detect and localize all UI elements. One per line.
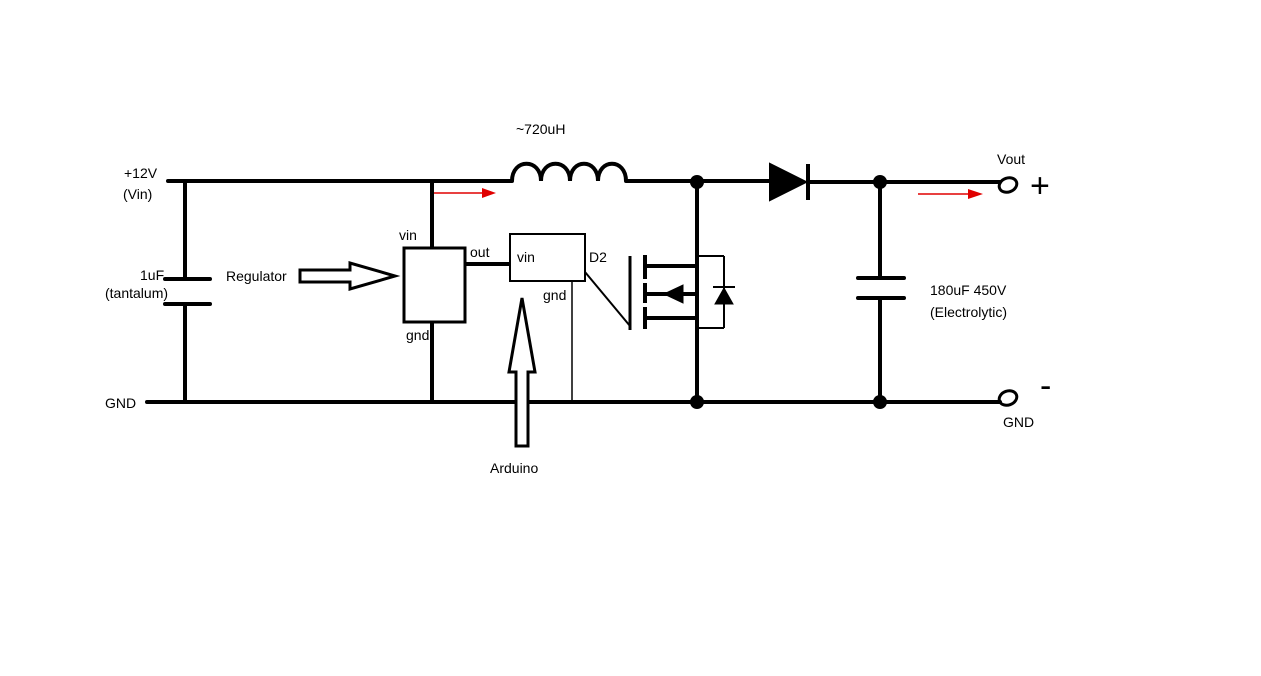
current-arrow-input	[434, 188, 496, 198]
arduino-vin-label: vin	[517, 249, 535, 265]
vin-supply-label: +12V	[124, 165, 158, 181]
junction-dots	[690, 175, 887, 409]
output-cap-label: 180uF 450V	[930, 282, 1007, 298]
arduino-label: Arduino	[490, 460, 539, 476]
arduino-gnd-label: gnd	[543, 287, 567, 303]
input-cap-label: 1uF	[140, 267, 165, 283]
gnd-right-label: GND	[1003, 414, 1035, 430]
arduino-pin-label: D2	[589, 249, 607, 265]
input-capacitor	[163, 277, 212, 306]
output-terminals	[997, 176, 1019, 407]
output-diode	[769, 162, 810, 202]
minus-sign: -	[1040, 367, 1052, 405]
vout-label: Vout	[997, 151, 1026, 167]
arduino-pointer-arrow	[507, 297, 537, 448]
regulator-gnd-label: gnd	[406, 327, 430, 343]
vin-supply-sublabel: (Vin)	[123, 186, 153, 202]
gnd-left-label: GND	[105, 395, 137, 411]
current-arrow-output	[918, 189, 983, 199]
regulator-vin-label: vin	[399, 227, 417, 243]
input-cap-sublabel: (tantalum)	[105, 285, 169, 301]
regulator-pointer-arrow	[298, 261, 401, 291]
inductor-label: ~720uH	[516, 121, 566, 137]
output-cap-sublabel: (Electrolytic)	[930, 304, 1008, 320]
wire-gate-drive	[584, 271, 631, 327]
inductor-coil	[510, 161, 628, 182]
plus-sign: +	[1030, 167, 1050, 205]
mosfet-switch	[628, 255, 735, 330]
regulator-label: Regulator	[226, 268, 287, 284]
arduino-block	[509, 233, 586, 282]
output-capacitor	[856, 276, 906, 300]
regulator-out-label: out	[470, 244, 490, 260]
regulator-block	[402, 246, 467, 324]
